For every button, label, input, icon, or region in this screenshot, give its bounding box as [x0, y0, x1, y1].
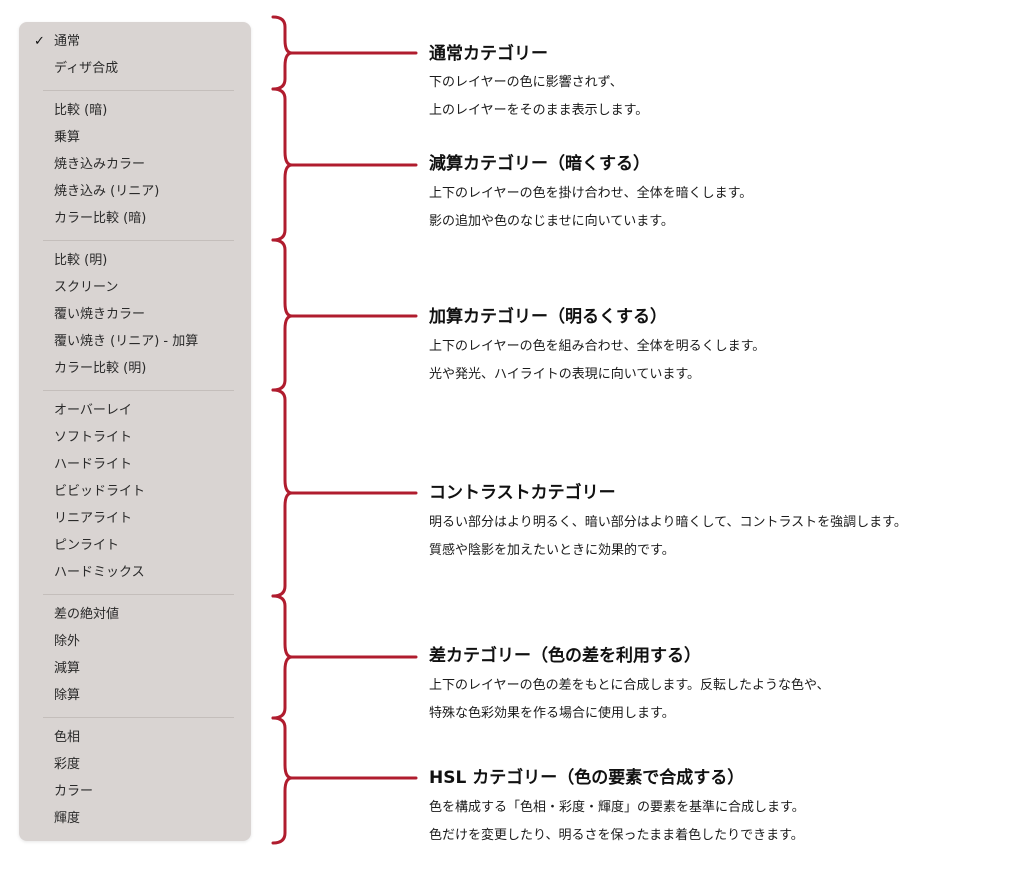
menu-item-overlay[interactable]: オーバーレイ [54, 403, 132, 418]
category-title-hsl: HSL カテゴリー（色の要素で合成する） [429, 768, 745, 788]
checkmark-icon: ✓ [34, 34, 45, 49]
menu-separator [43, 717, 234, 718]
menu-item-color-dodge[interactable]: 覆い焼きカラー [54, 307, 146, 322]
bracket-contrast [271, 388, 294, 598]
category-desc-line: 明るい部分はより明るく、暗い部分はより暗くして、コントラストを強調します。 [429, 515, 907, 530]
menu-item-screen[interactable]: スクリーン [54, 280, 119, 295]
menu-item-pin-light[interactable]: ピンライト [54, 538, 120, 553]
menu-item-linear-burn[interactable]: 焼き込み (リニア) [54, 184, 160, 199]
menu-item-exclusion[interactable]: 除外 [54, 634, 81, 649]
bracket-hsl [271, 716, 294, 845]
category-desc-line: 上下のレイヤーの色を組み合わせ、全体を明るくします。 [429, 339, 766, 354]
menu-item-normal[interactable]: 通常 [54, 34, 81, 49]
menu-item-darken[interactable]: 比較 (暗) [54, 103, 108, 118]
category-title-lighten: 加算カテゴリー（明るくする） [429, 307, 667, 327]
menu-item-luminosity[interactable]: 輝度 [54, 811, 81, 826]
menu-item-hard-light[interactable]: ハードライト [54, 457, 133, 472]
category-desc-line: 色を構成する「色相・彩度・輝度」の要素を基準に合成します。 [429, 800, 805, 815]
menu-item-lighter-color[interactable]: カラー比較 (明) [54, 361, 147, 376]
menu-item-vivid-light[interactable]: ビビッドライト [54, 484, 146, 499]
menu-item-hard-mix[interactable]: ハードミックス [54, 565, 145, 580]
bracket-normal [271, 15, 294, 91]
menu-separator [43, 390, 234, 391]
category-desc-line: 影の追加や色のなじませに向いています。 [429, 214, 674, 229]
menu-item-linear-light[interactable]: リニアライト [54, 511, 133, 526]
category-desc-line: 色だけを変更したり、明るさを保ったまま着色したりできます。 [429, 828, 804, 843]
bracket-lighten [271, 238, 294, 392]
category-desc-line: 上下のレイヤーの色を掛け合わせ、全体を暗くします。 [429, 186, 753, 201]
category-desc-line: 質感や陰影を加えたいときに効果的です。 [429, 543, 675, 558]
blend-mode-menu: ✓ 通常 ディザ合成 比較 (暗) 乗算 焼き込みカラー 焼き込み (リニア) … [19, 22, 251, 841]
category-title-contrast: コントラストカテゴリー [429, 483, 616, 503]
category-desc-line: 上下のレイヤーの色の差をもとに合成します。反転したような色や、 [429, 678, 830, 693]
category-desc-line: 下のレイヤーの色に影響されず、 [429, 75, 623, 90]
menu-item-hue[interactable]: 色相 [54, 730, 81, 745]
menu-item-difference[interactable]: 差の絶対値 [54, 607, 120, 622]
menu-item-saturation[interactable]: 彩度 [54, 757, 81, 772]
category-title-normal: 通常カテゴリー [429, 44, 548, 64]
category-title-difference: 差カテゴリー（色の差を利用する） [429, 646, 701, 666]
menu-item-soft-light[interactable]: ソフトライト [54, 430, 133, 445]
category-title-darken: 減算カテゴリー（暗くする） [429, 154, 650, 174]
category-desc-line: 特殊な色彩効果を作る場合に使用します。 [429, 706, 675, 721]
menu-item-dissolve[interactable]: ディザ合成 [54, 61, 119, 76]
bracket-difference [271, 594, 294, 720]
bracket-darken [271, 87, 294, 242]
menu-separator [43, 240, 234, 241]
menu-item-lighten[interactable]: 比較 (明) [54, 253, 108, 268]
menu-separator [43, 594, 234, 595]
category-desc-line: 光や発光、ハイライトの表現に向いています。 [429, 367, 701, 382]
menu-item-color-burn[interactable]: 焼き込みカラー [54, 157, 146, 172]
menu-item-subtract[interactable]: 減算 [54, 661, 81, 676]
menu-item-darker-color[interactable]: カラー比較 (暗) [54, 211, 147, 226]
menu-item-color[interactable]: カラー [54, 784, 94, 799]
menu-separator [43, 90, 234, 91]
category-desc-line: 上のレイヤーをそのまま表示します。 [429, 103, 649, 118]
menu-item-linear-dodge-add[interactable]: 覆い焼き (リニア) - 加算 [54, 334, 199, 349]
menu-item-divide[interactable]: 除算 [54, 688, 81, 703]
menu-item-multiply[interactable]: 乗算 [54, 130, 81, 145]
